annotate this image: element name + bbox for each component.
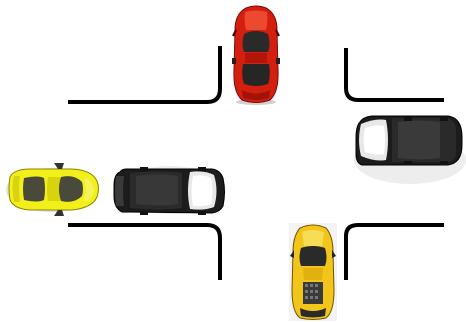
curb-bottom-left [68, 225, 220, 280]
curb-top-right [346, 48, 444, 100]
yellow-car [6, 163, 99, 216]
curb-bottom-right [346, 225, 444, 280]
red-car [232, 6, 280, 105]
white-van [354, 116, 466, 184]
curb-top-left [68, 46, 220, 102]
yellow-lambo [289, 223, 337, 321]
black-van [114, 166, 226, 215]
